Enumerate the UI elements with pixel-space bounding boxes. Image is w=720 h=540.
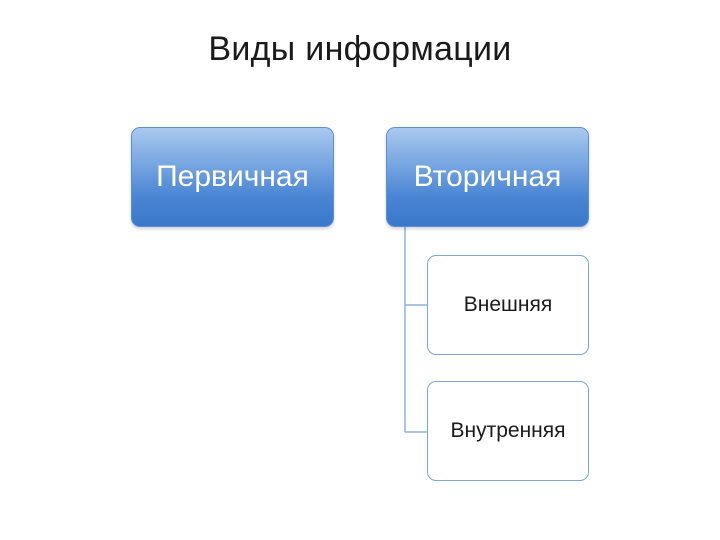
node-secondary-label: Вторичная bbox=[413, 160, 562, 193]
node-secondary: Вторичная bbox=[386, 127, 589, 227]
node-internal-label: Внутренняя bbox=[450, 419, 566, 442]
node-external: Внешняя bbox=[427, 255, 589, 355]
node-internal: Внутренняя bbox=[427, 381, 589, 481]
node-primary-label: Первичная bbox=[156, 160, 309, 193]
node-external-label: Внешняя bbox=[463, 293, 553, 316]
node-primary: Первичная bbox=[131, 127, 334, 227]
slide-title: Виды информации bbox=[208, 30, 512, 68]
